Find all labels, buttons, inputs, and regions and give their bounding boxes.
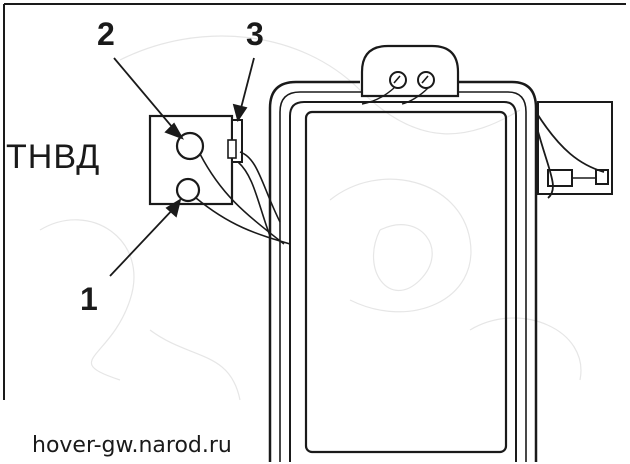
callout-2-label: 2 (97, 16, 115, 52)
callout-2-arrowhead (164, 122, 185, 140)
sensor-1-icon (175, 177, 201, 203)
callout-1-leader (109, 205, 177, 277)
callout-1-label: 1 (80, 281, 98, 317)
callout-3-arrowhead (232, 103, 248, 123)
frame-border (3, 3, 626, 400)
watermark: hover-gw.narod.ru (32, 433, 232, 458)
callout-3-leader (239, 57, 255, 113)
relay-box (535, 101, 613, 199)
fuel-pump-block (148, 114, 243, 206)
background-texture (39, 35, 582, 401)
tank-inner-wall (289, 101, 517, 462)
wire-harness (195, 151, 291, 245)
terminal-left-icon (389, 71, 407, 89)
callout-1-arrowhead (165, 198, 182, 218)
tank-middle-wall (279, 91, 527, 462)
top-connector (360, 44, 460, 105)
tank-outer-wall (268, 80, 538, 462)
fuel-tank (268, 80, 538, 462)
callout-arrows (109, 57, 255, 277)
relay-terminal (595, 169, 609, 185)
pump-label: ТНВД (6, 138, 101, 176)
terminal-right-icon (417, 71, 435, 89)
tank-window (304, 110, 508, 454)
callout-3-label: 3 (246, 16, 264, 52)
callout-2-leader (113, 57, 179, 135)
